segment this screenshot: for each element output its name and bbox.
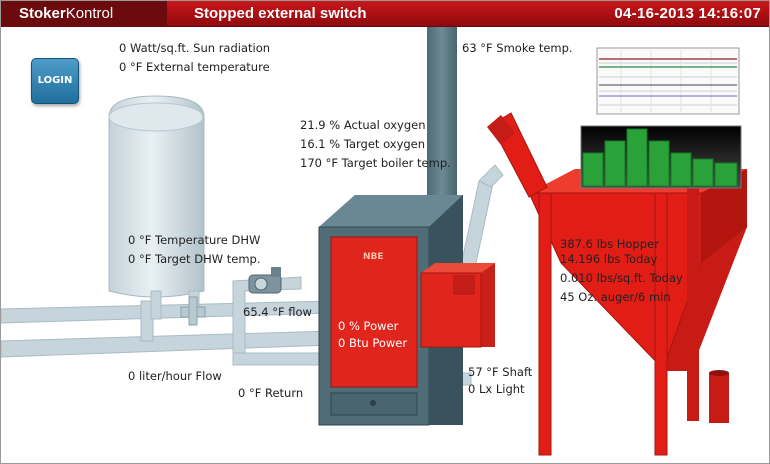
boiler — [318, 195, 463, 426]
light-reading: 0 Lx Light — [468, 382, 525, 396]
hopper-reading: 387.6 lbs Hopper — [560, 237, 659, 251]
status-text: Stopped external switch — [194, 5, 367, 22]
smoke-temp-reading: 63 °F Smoke temp. — [462, 41, 573, 55]
today-reading: 14.196 lbs Today — [560, 252, 658, 266]
target-dhw-temp-reading: 0 °F Target DHW temp. — [128, 252, 261, 266]
chimney — [427, 27, 457, 207]
brand-light: Kontrol — [65, 5, 114, 22]
hopper — [528, 169, 747, 456]
auger-reading: 45 Oz. auger/6 min — [560, 290, 671, 304]
temperature-dhw-reading: 0 °F Temperature DHW — [128, 233, 261, 247]
sun-radiation-reading: 0 Watt/sq.ft. Sun radiation — [119, 41, 271, 55]
hopper-bargraph — [580, 125, 742, 189]
brand-bold: Stoker — [19, 5, 66, 22]
burner — [420, 263, 495, 348]
auger-tube — [458, 164, 504, 278]
actual-oxygen-reading: 21.9 % Actual oxygen — [300, 118, 426, 132]
trend-graph — [596, 47, 740, 115]
power-percent-reading: 0 % Power — [338, 319, 399, 333]
app-brand: StokerKontrol — [1, 1, 167, 27]
valve-icon — [180, 296, 206, 326]
return-temp-reading: 0 °F Return — [238, 386, 304, 400]
per-sqft-today-reading: 0.010 lbs/sq.ft. Today — [560, 271, 683, 285]
boiler-logo: NBE — [363, 252, 384, 262]
login-button[interactable]: LOGIN — [31, 58, 79, 104]
datetime: 04-16-2013 14:16:07 — [614, 5, 761, 22]
flow-meter-icon — [248, 267, 282, 294]
liter-flow-reading: 0 liter/hour Flow — [128, 369, 222, 383]
power-btu-reading: 0 Btu Power — [338, 336, 408, 350]
target-boiler-temp-reading: 170 °F Target boiler temp. — [300, 156, 451, 170]
external-temperature-reading: 0 °F External temperature — [119, 60, 270, 74]
shaft-temp-reading: 57 °F Shaft — [468, 365, 533, 379]
feeder-tube — [487, 112, 548, 198]
flow-temp-reading: 65.4 °F flow — [243, 305, 312, 319]
header-bar: StokerKontrol Stopped external switch 04… — [1, 1, 769, 27]
login-label: LOGIN — [37, 75, 73, 86]
dhw-tank — [108, 95, 205, 320]
target-oxygen-reading: 16.1 % Target oxygen — [300, 137, 426, 151]
